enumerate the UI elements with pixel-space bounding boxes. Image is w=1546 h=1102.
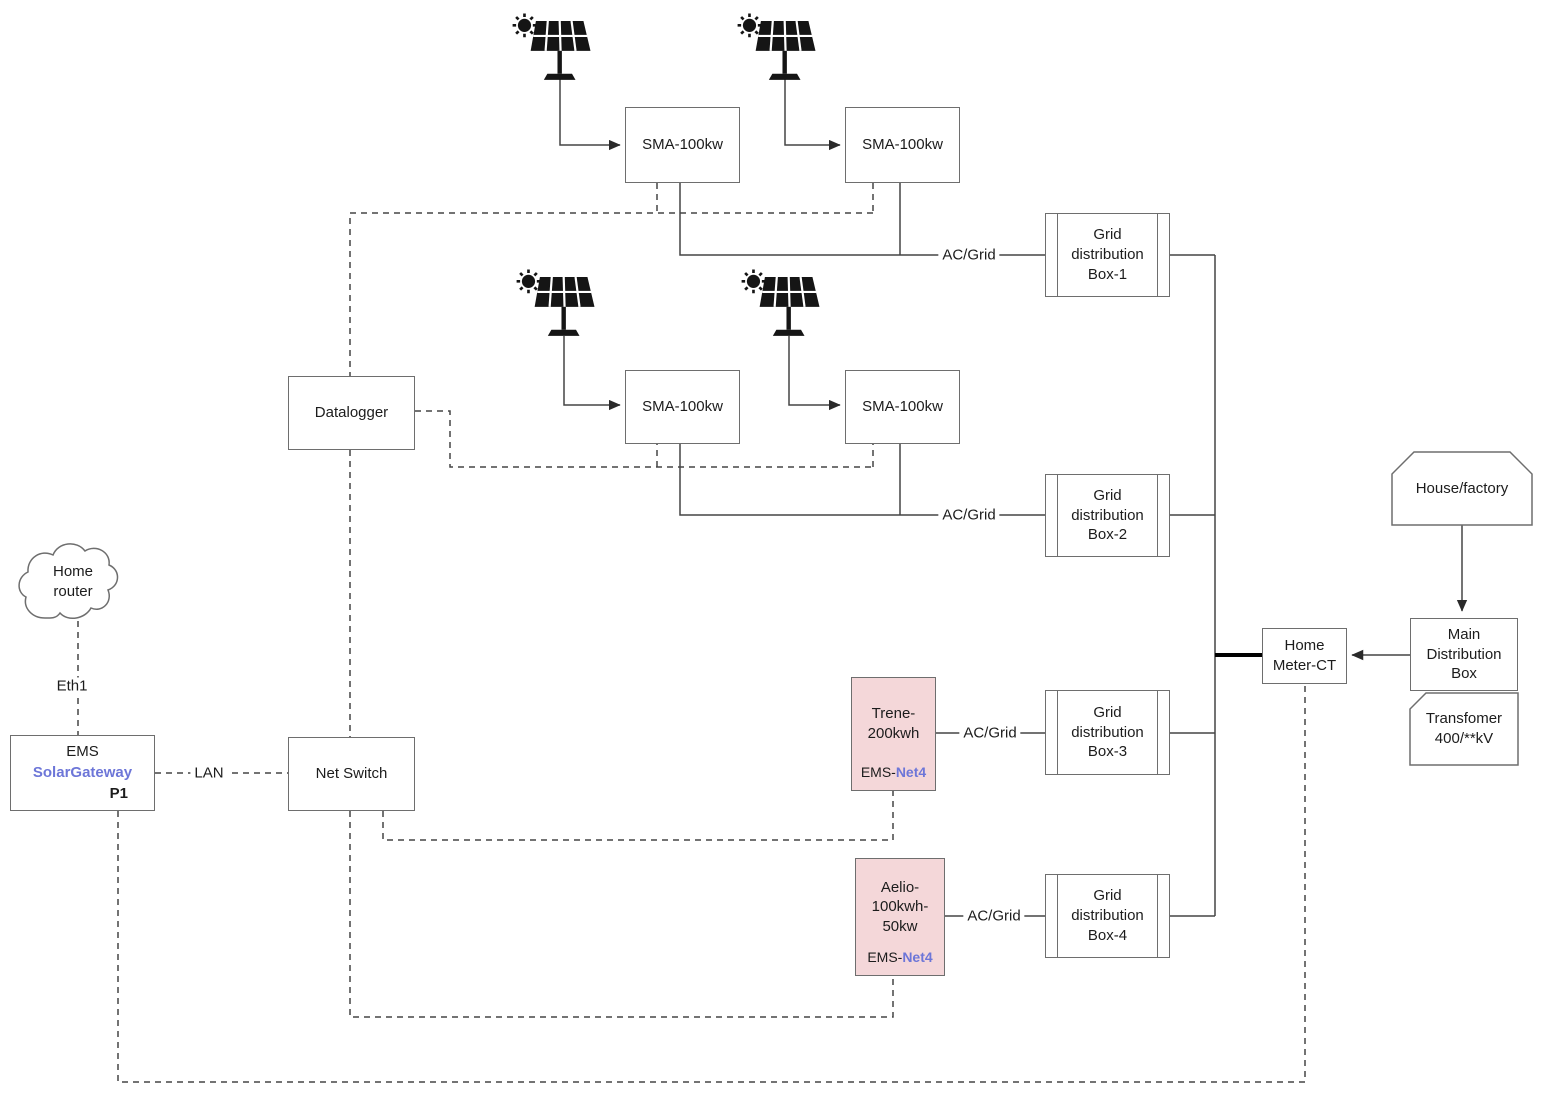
connector-panel4-sma4 <box>788 336 841 411</box>
trene-ems-net4: Net4 <box>895 763 927 780</box>
connector-panel3-sma3 <box>563 336 621 411</box>
connector-gridboxes-bus <box>1170 254 1216 917</box>
connector-ems-homemeter <box>117 684 1306 1083</box>
aelio-battery-label: Aelio- 100kwh- 50kw <box>871 878 929 936</box>
datalogger-node: Datalogger <box>288 376 415 450</box>
sma-inverter-3-label: SMA-100kw <box>642 398 723 416</box>
home-meter-ct-node: Home Meter-CT <box>1262 628 1347 684</box>
home-router-label: Home router <box>52 563 93 600</box>
grid-distribution-box-2-label: Grid distribution Box-2 <box>1071 486 1144 544</box>
trene-ems-prefix: EMS- <box>860 763 896 780</box>
solar-panel-icon <box>731 12 819 88</box>
trene-battery-node: Trene- 200kwh EMS-Net4 <box>851 677 936 791</box>
ems-port-label: P1 <box>109 784 128 802</box>
connector-netswitch-aelio <box>349 811 894 1018</box>
sma-inverter-4-node: SMA-100kw <box>845 370 960 444</box>
ems-label: EMS <box>66 743 99 761</box>
ac-grid-3-edge-label: AC/Grid <box>959 724 1021 742</box>
aelio-battery-node: Aelio- 100kwh- 50kw EMS-Net4 <box>855 858 945 976</box>
ac-grid-2-edge-label: AC/Grid <box>938 506 1000 524</box>
connector-panel2-sma2 <box>784 79 841 151</box>
aelio-ems-prefix: EMS- <box>867 948 903 965</box>
ac-grid-1-edge-label: AC/Grid <box>938 246 1000 264</box>
house-factory-shape <box>1391 451 1533 526</box>
sma-inverter-2-node: SMA-100kw <box>845 107 960 183</box>
eth1-edge-label: Eth1 <box>52 677 92 695</box>
grid-distribution-box-4-node: Grid distribution Box-4 <box>1045 874 1170 958</box>
grid-distribution-box-4-label: Grid distribution Box-4 <box>1071 887 1144 944</box>
grid-distribution-box-1-node: Grid distribution Box-1 <box>1045 213 1170 297</box>
ems-solargateway-node: EMS SolarGateway P1 <box>10 735 155 811</box>
solar-panel-icon <box>735 268 823 344</box>
connector-datalogger-sma-row1 <box>349 183 874 376</box>
connector-netswitch-trene <box>382 791 894 841</box>
net-switch-label: Net Switch <box>315 765 388 783</box>
grid-distribution-box-1-label: Grid distribution Box-1 <box>1071 226 1144 283</box>
trene-battery-label: Trene- 200kwh <box>867 705 920 743</box>
trene-ems-label: EMS-Net4 <box>861 763 926 784</box>
house-factory-label: House/factory <box>1415 479 1509 497</box>
ac-grid-4-edge-label: AC/Grid <box>963 907 1025 925</box>
home-router-cloud <box>18 543 119 620</box>
transformer-shape <box>1409 692 1519 766</box>
connector-sma12-grid1 <box>679 183 1045 256</box>
home-meter-ct-label: Home Meter-CT <box>1272 637 1337 674</box>
solar-panel-icon <box>506 12 594 88</box>
grid-distribution-box-3-node: Grid distribution Box-3 <box>1045 690 1170 775</box>
net-switch-node: Net Switch <box>288 737 415 811</box>
lan-edge-label: LAN <box>190 764 228 782</box>
ems-solargateway-label: SolarGateway <box>32 764 133 782</box>
solar-panel-icon <box>510 268 598 344</box>
aelio-ems-net4: Net4 <box>902 948 933 965</box>
sma-inverter-4-label: SMA-100kw <box>862 398 943 416</box>
sma-inverter-1-label: SMA-100kw <box>642 136 723 154</box>
aelio-ems-label: EMS-Net4 <box>867 948 932 969</box>
transformer-label: Transfomer 400/**kV <box>1425 710 1503 747</box>
connector-sma34-grid2 <box>679 444 1045 516</box>
sma-inverter-1-node: SMA-100kw <box>625 107 740 183</box>
sma-inverter-3-node: SMA-100kw <box>625 370 740 444</box>
connector-datalogger-sma-row2 <box>415 410 874 468</box>
datalogger-label: Datalogger <box>314 404 389 422</box>
connector-panel1-sma1 <box>559 79 621 151</box>
main-distribution-box-label: Main Distribution Box <box>1426 625 1502 683</box>
grid-distribution-box-3-label: Grid distribution Box-3 <box>1071 703 1144 761</box>
grid-distribution-box-2-node: Grid distribution Box-2 <box>1045 474 1170 557</box>
sma-inverter-2-label: SMA-100kw <box>862 136 943 154</box>
main-distribution-box-node: Main Distribution Box <box>1410 618 1518 691</box>
